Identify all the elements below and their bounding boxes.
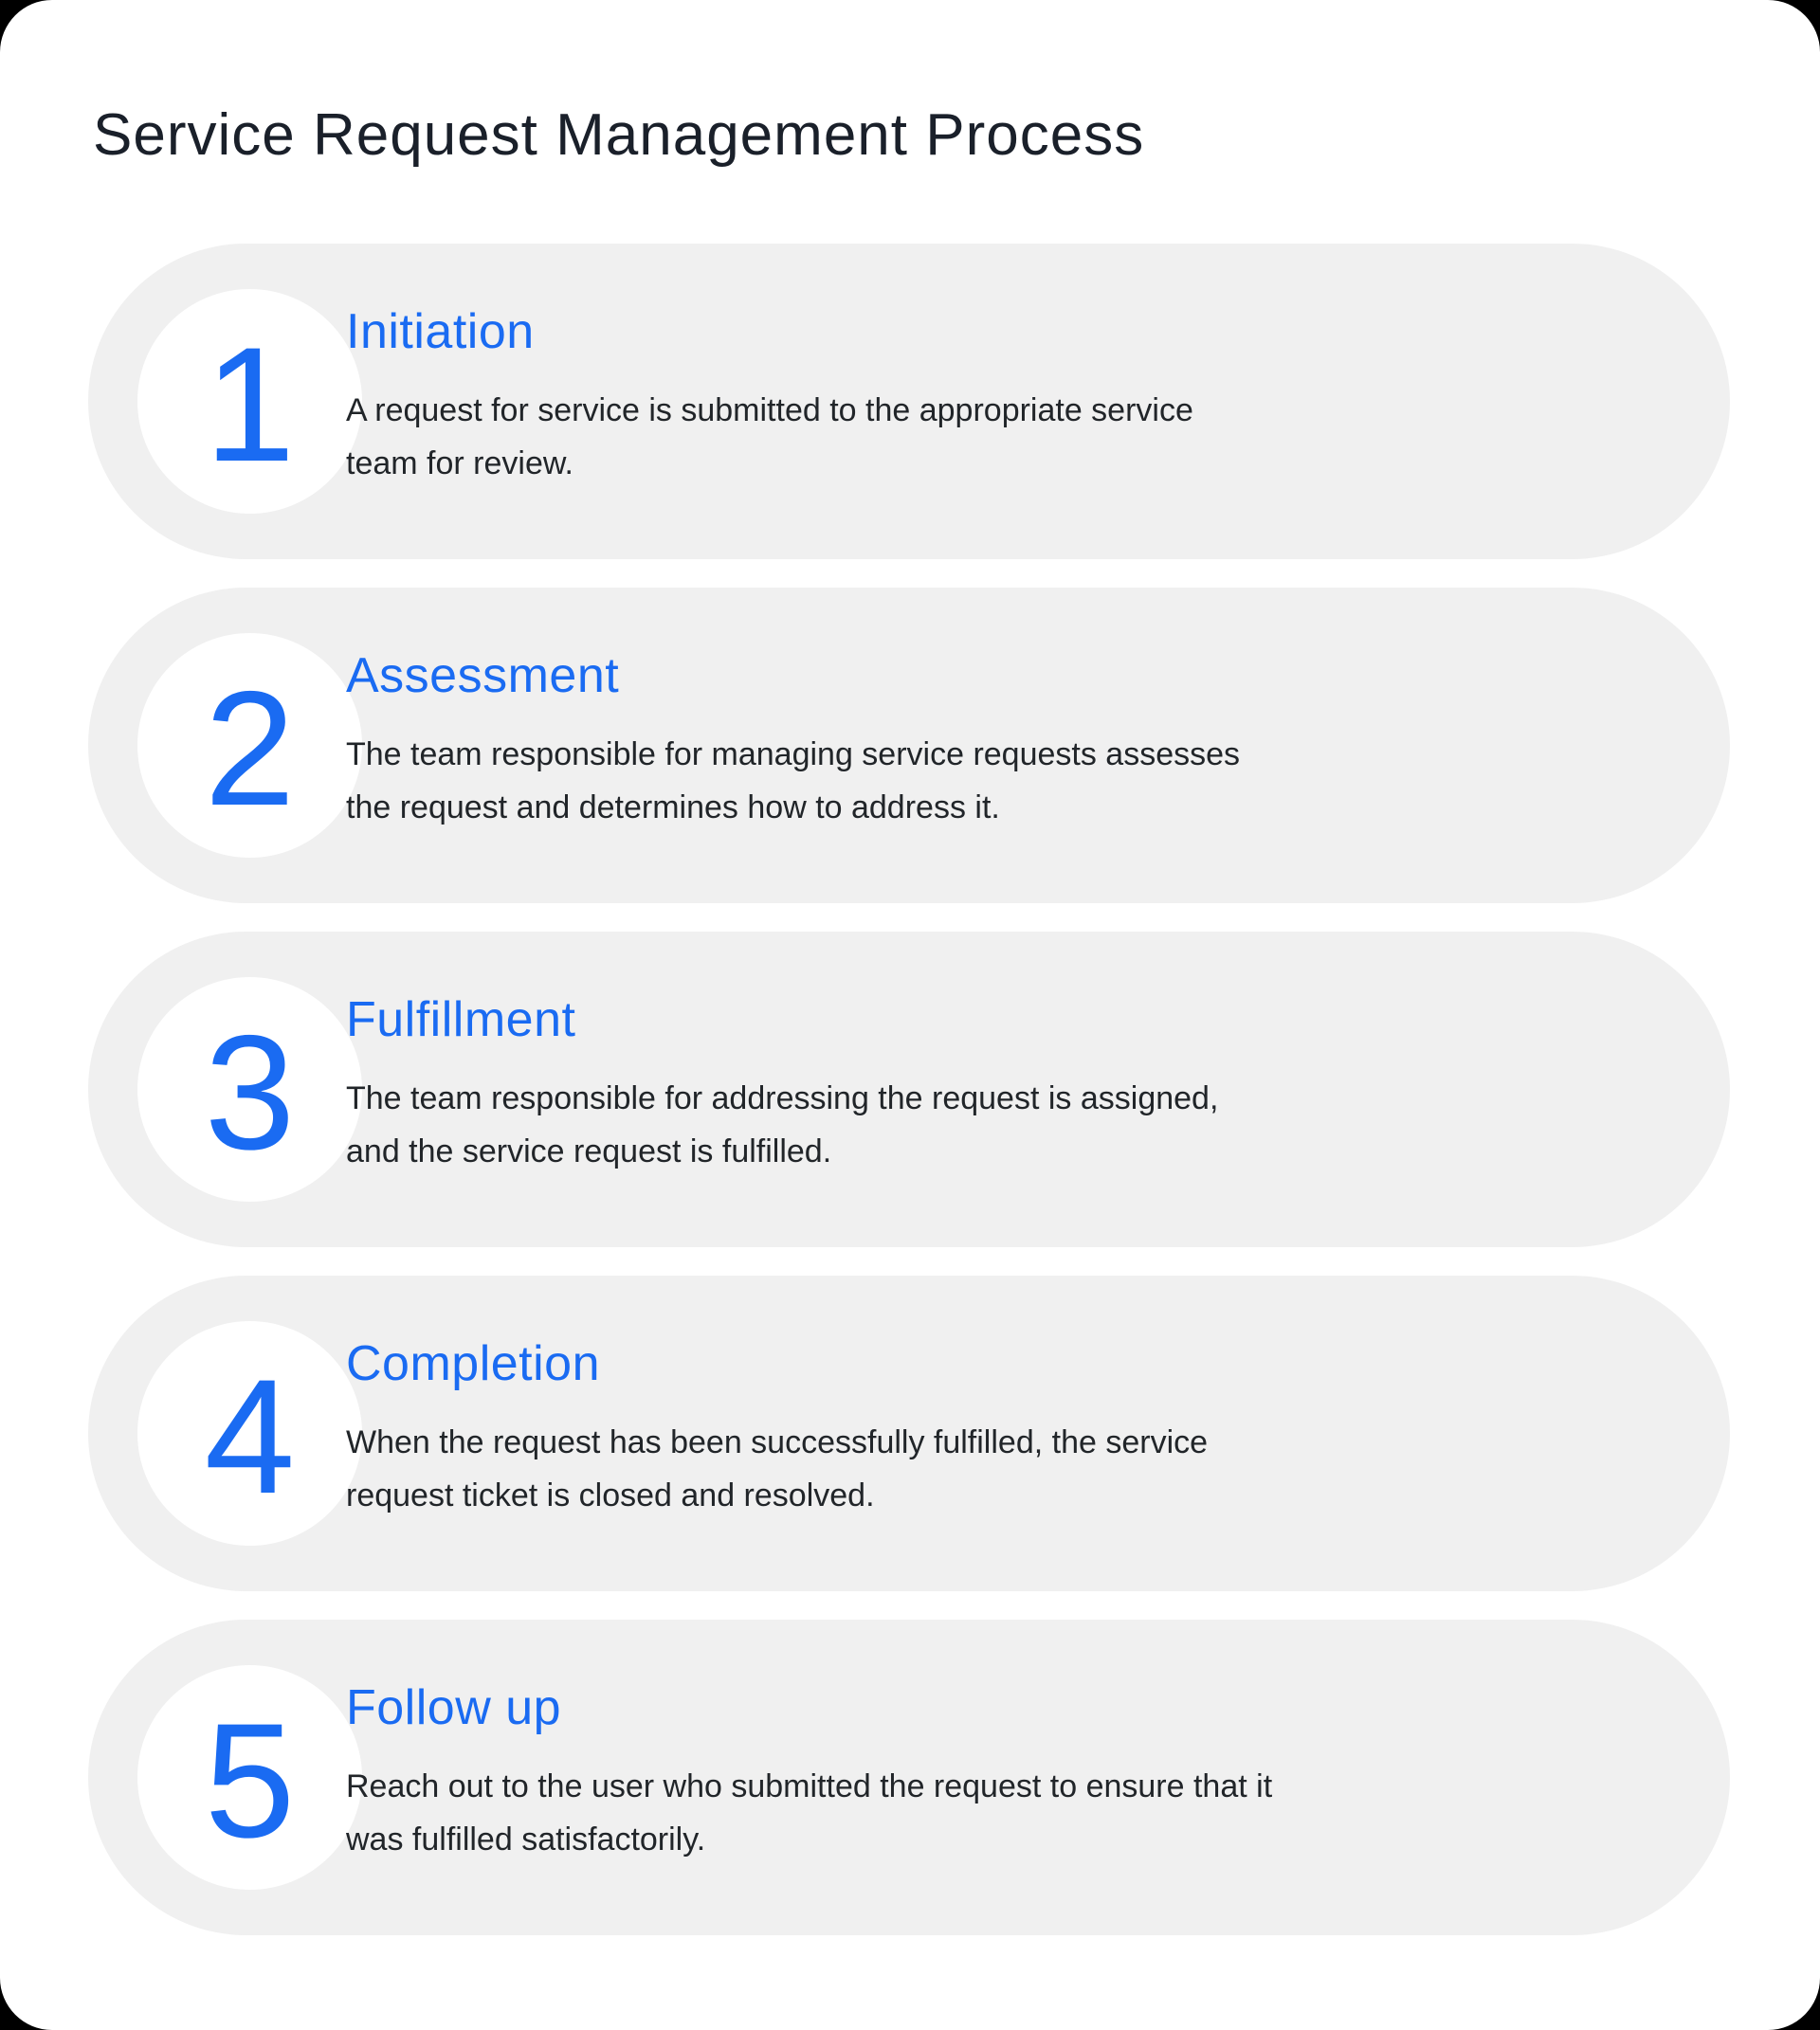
step-text-column: Assessment The team responsible for mana… bbox=[346, 648, 1597, 834]
step-title: Fulfillment bbox=[346, 992, 576, 1047]
step-card-fulfillment: 3 Fulfillment The team responsible for a… bbox=[88, 932, 1730, 1247]
step-description: The team responsible for addressing the … bbox=[346, 1080, 1219, 1169]
step-description: Reach out to the user who submitted the … bbox=[346, 1768, 1273, 1858]
step-card-completion: 4 Completion When the request has been s… bbox=[88, 1276, 1730, 1591]
step-number-circle: 1 bbox=[137, 289, 362, 514]
step-title: Completion bbox=[346, 1336, 601, 1391]
step-card-initiation: 1 Initiation A request for service is su… bbox=[88, 244, 1730, 559]
step-description: The team responsible for managing servic… bbox=[346, 736, 1241, 825]
step-number: 2 bbox=[204, 657, 296, 840]
step-description: A request for service is submitted to th… bbox=[346, 392, 1193, 481]
step-text-column: Follow up Reach out to the user who subm… bbox=[346, 1680, 1597, 1866]
step-number: 3 bbox=[204, 1001, 296, 1184]
page-title: Service Request Management Process bbox=[93, 102, 1145, 168]
step-number: 4 bbox=[204, 1345, 296, 1528]
step-title: Follow up bbox=[346, 1680, 562, 1735]
step-title: Assessment bbox=[346, 648, 620, 703]
step-text-column: Initiation A request for service is subm… bbox=[346, 304, 1597, 490]
step-number-circle: 5 bbox=[137, 1665, 362, 1890]
step-card-assessment: 2 Assessment The team responsible for ma… bbox=[88, 588, 1730, 903]
step-text-column: Fulfillment The team responsible for add… bbox=[346, 992, 1597, 1178]
step-number: 5 bbox=[204, 1689, 296, 1872]
step-number: 1 bbox=[204, 313, 296, 496]
step-number-circle: 4 bbox=[137, 1321, 362, 1546]
step-description: When the request has been successfully f… bbox=[346, 1424, 1209, 1513]
step-text-column: Completion When the request has been suc… bbox=[346, 1336, 1597, 1522]
step-number-circle: 2 bbox=[137, 633, 362, 858]
step-number-circle: 3 bbox=[137, 977, 362, 1202]
step-title: Initiation bbox=[346, 304, 535, 359]
step-card-follow-up: 5 Follow up Reach out to the user who su… bbox=[88, 1620, 1730, 1935]
